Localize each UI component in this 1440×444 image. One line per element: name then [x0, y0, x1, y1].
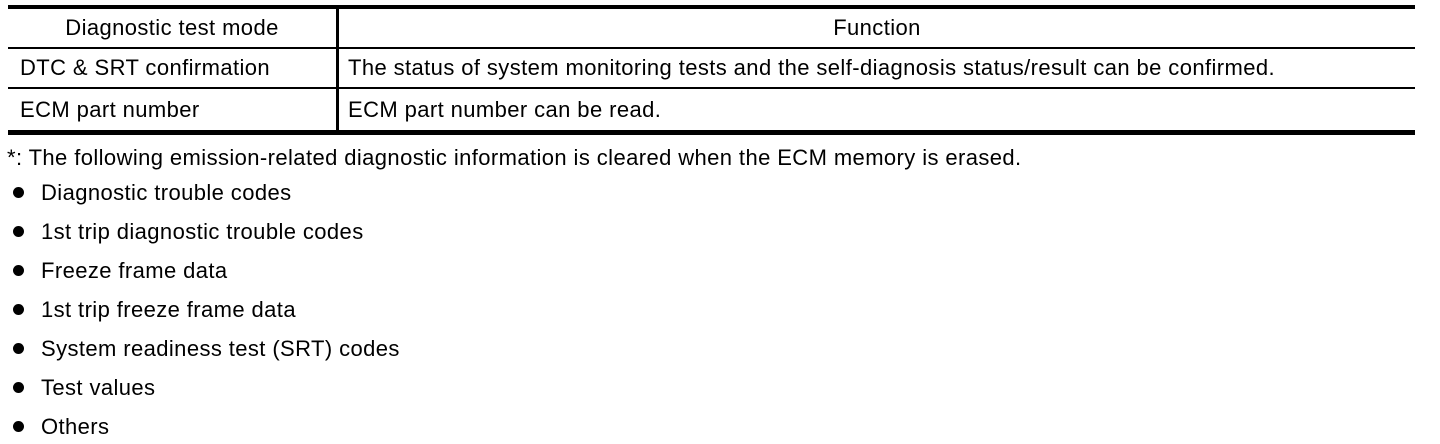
- list-item: System readiness test (SRT) codes: [0, 329, 1440, 368]
- table-header-function: Function: [833, 15, 921, 40]
- list-item: 1st trip diagnostic trouble codes: [0, 212, 1440, 251]
- list-item-label: Others: [41, 413, 110, 439]
- list-item-label: System readiness test (SRT) codes: [41, 335, 400, 361]
- list-item-label: Test values: [41, 374, 156, 400]
- list-item-label: 1st trip diagnostic trouble codes: [41, 218, 364, 244]
- table-row: DTC & SRT confirmation The status of sys…: [8, 49, 1415, 89]
- bullet-icon: [13, 382, 24, 393]
- document-page: Diagnostic test mode Function DTC & SRT …: [0, 5, 1440, 444]
- list-item: Others: [0, 407, 1440, 444]
- list-item-label: Freeze frame data: [41, 257, 228, 283]
- mode-cell: ECM part number: [8, 89, 339, 130]
- list-item: Test values: [0, 368, 1440, 407]
- list-item: 1st trip freeze frame data: [0, 290, 1440, 329]
- function-cell: ECM part number can be read.: [348, 96, 662, 122]
- bullet-icon: [13, 187, 24, 198]
- bullet-icon: [13, 265, 24, 276]
- function-cell: The status of system monitoring tests an…: [348, 55, 1276, 80]
- list-item-label: 1st trip freeze frame data: [41, 296, 296, 322]
- bullet-icon: [13, 421, 24, 432]
- table-row: ECM part number ECM part number can be r…: [8, 89, 1415, 130]
- bullet-list: Diagnostic trouble codes 1st trip diagno…: [0, 173, 1440, 444]
- diagnostic-test-mode-table: Diagnostic test mode Function DTC & SRT …: [8, 5, 1415, 135]
- list-item: Freeze frame data: [0, 251, 1440, 290]
- list-item: Diagnostic trouble codes: [0, 173, 1440, 212]
- table-header-row: Diagnostic test mode Function: [8, 9, 1415, 49]
- mode-cell: DTC & SRT confirmation: [8, 49, 339, 87]
- table-header-diagnostic-test-mode: Diagnostic test mode: [8, 9, 339, 47]
- bullet-icon: [13, 226, 24, 237]
- list-item-label: Diagnostic trouble codes: [41, 179, 292, 205]
- footnote: *: The following emission-related diagno…: [7, 145, 1022, 170]
- bullet-icon: [13, 304, 24, 315]
- bullet-icon: [13, 343, 24, 354]
